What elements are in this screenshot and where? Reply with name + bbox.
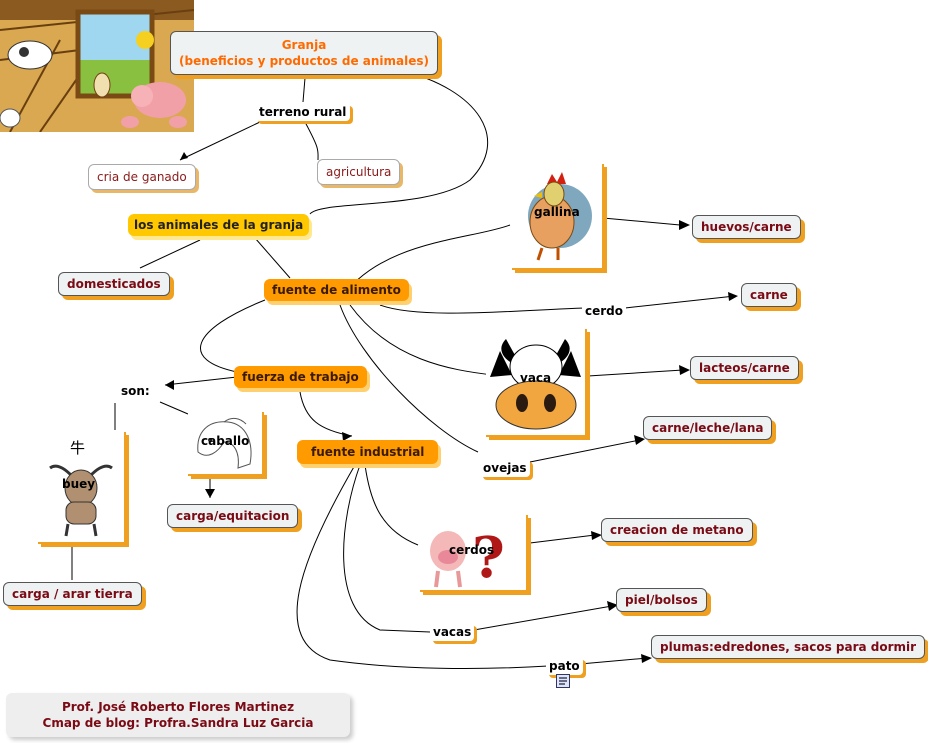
label-caballo: caballo — [201, 434, 250, 448]
label-cerdos: cerdos — [449, 543, 495, 557]
image-vaca[interactable] — [486, 329, 587, 437]
concept-creacion-metano[interactable]: creacion de metano — [601, 518, 753, 542]
concept-lacteos-carne[interactable]: lacteos/carne — [690, 356, 799, 380]
svg-text:?: ? — [472, 525, 505, 590]
link-label-pato: pato — [546, 657, 583, 675]
concept-plumas[interactable]: plumas:edredones, sacos para dormir — [651, 635, 926, 659]
document-icon[interactable] — [556, 674, 570, 688]
label-vaca: vaca — [520, 371, 552, 385]
image-cerdos[interactable]: ? — [420, 515, 528, 592]
buey-chinese-char: 牛 — [70, 439, 86, 457]
link-label-vacas: vacas — [430, 623, 475, 641]
concept-carne[interactable]: carne — [741, 283, 797, 307]
concept-agricultura[interactable]: agricultura — [317, 159, 401, 185]
concept-fuente-industrial[interactable]: fuente industrial — [297, 440, 439, 464]
title-line2: (beneficios y productos de animales) — [179, 54, 430, 68]
concept-piel-bolsos[interactable]: piel/bolsos — [616, 588, 707, 612]
label-buey: buey — [62, 477, 96, 491]
concept-fuente-alimento[interactable]: fuente de alimento — [264, 279, 409, 301]
concept-animales-granja[interactable]: los animales de la granja — [128, 214, 310, 236]
map-title: Granja (beneficios y productos de animal… — [170, 31, 438, 75]
credits-line2: Cmap de blog: Profra.Sandra Luz Garcia — [42, 716, 314, 730]
concept-carne-leche-lana[interactable]: carne/leche/lana — [643, 416, 773, 440]
image-buey[interactable] — [38, 432, 126, 544]
concept-son[interactable]: son: — [118, 382, 153, 400]
farm-illustration — [0, 0, 194, 132]
label-gallina: gallina — [534, 205, 580, 219]
concept-carga-arar[interactable]: carga / arar tierra — [3, 582, 142, 606]
concept-huevos-carne[interactable]: huevos/carne — [692, 215, 801, 239]
concept-terreno-rural[interactable]: terreno rural — [255, 103, 351, 121]
concept-fuerza-trabajo[interactable]: fuerza de trabajo — [234, 366, 367, 388]
link-label-ovejas: ovejas — [480, 459, 530, 477]
link-label-cerdo: cerdo — [582, 302, 627, 320]
image-gallina[interactable] — [512, 164, 604, 270]
concept-cria-ganado[interactable]: cria de ganado — [88, 164, 196, 190]
credits-line1: Prof. José Roberto Flores Martinez — [61, 700, 295, 714]
title-line1: Granja — [281, 38, 327, 52]
concept-carga-equitacion[interactable]: carga/equitacion — [167, 504, 299, 528]
image-caballo[interactable] — [188, 412, 264, 476]
credits-footer: Prof. José Roberto Flores Martinez Cmap … — [6, 693, 350, 737]
concept-domesticados[interactable]: domesticados — [58, 272, 170, 296]
